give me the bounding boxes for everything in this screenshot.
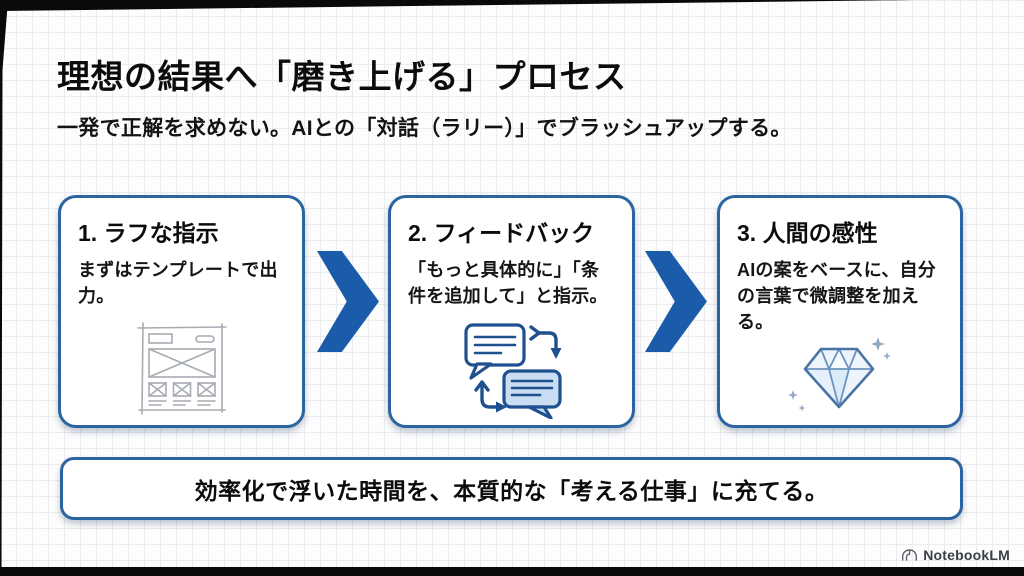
chat-exchange-icon [463,323,562,419]
notebooklm-logo-icon [902,549,918,561]
diamond-sparkle-icon [788,337,891,412]
step-card-3: 3. 人間の感性 AIの案をベースに、自分の言葉で微調整を加える。 [717,195,963,428]
letterbox-left-bar [0,0,8,576]
notebooklm-watermark: NotebookLM [901,547,1010,563]
arrow-right-chevron-1 [317,251,379,352]
step-2-body: 「もっと具体的に」「条件を追加して」と指示。 [408,260,608,307]
summary-banner: 効率化で浮いた時間を、本質的な「考える仕事」に充てる。 [60,457,963,520]
step-2-heading: 2. フィードバック [408,220,595,246]
step-card-1: 1. ラフな指示 まずはテンプレートで出力。 [58,195,305,428]
slide-subtitle: 一発で正解を求めない。AIとの「対話（ラリー）」でブラッシュアップする。 [57,117,792,140]
summary-banner-text: 効率化で浮いた時間を、本質的な「考える仕事」に充てる。 [194,477,829,504]
slide-title: 理想の結果へ「磨き上げる」プロセス [57,58,627,95]
letterbox-bottom-bar [0,567,1024,576]
letterbox-top-bar [0,0,915,11]
arrow-right-chevron-2 [645,251,707,352]
step-1-body: まずはテンプレートで出力。 [78,260,278,307]
notebooklm-label: NotebookLM [923,547,1010,563]
step-card-2: 2. フィードバック 「もっと具体的に」「条件を追加して」と指示。 [388,195,635,428]
wireframe-sketch-icon [136,322,227,415]
step-1-heading: 1. ラフな指示 [78,220,219,246]
step-3-heading: 3. 人間の感性 [737,220,878,246]
step-3-body: AIの案をベースに、自分の言葉で微調整を加える。 [737,260,936,333]
